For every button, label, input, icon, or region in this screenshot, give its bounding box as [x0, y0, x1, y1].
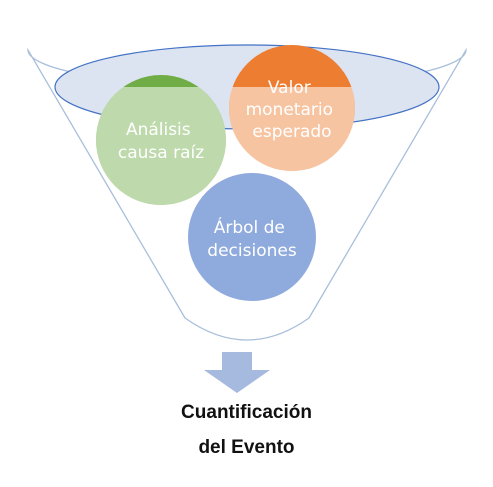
circle-analisis-label-line2: causa raíz [118, 143, 204, 163]
circle-arbol-label-line2: decisiones [207, 241, 297, 261]
svg-text:Valor monetario es: Valor monetario esperado [246, 78, 339, 142]
svg-text:Análisis causa raíz: Análisis causa raíz [118, 120, 204, 163]
down-arrow-icon [204, 352, 270, 393]
circle-arbol-de-decisiones: Árbol de decisiones [188, 173, 316, 301]
circle-analisis-label-line1: Análisis [126, 120, 191, 140]
circle-analisis-causa-raiz: Análisis causa raíz [96, 75, 226, 205]
circle-valor-label-line3: esperado [252, 122, 331, 142]
svg-text:Árbol de decisiones: Árbol de decisiones [207, 216, 297, 261]
circle-arbol-label-line1: Árbol de [214, 216, 285, 238]
circle-valor-label-line1: Valor [268, 78, 311, 98]
caption-line-1: Cuantificación [181, 402, 312, 423]
circle-valor-monetario-esperado: Valor monetario esperado [229, 45, 355, 171]
caption-line-2: del Evento [198, 437, 295, 458]
circle-valor-label-line2: monetario [246, 100, 333, 120]
